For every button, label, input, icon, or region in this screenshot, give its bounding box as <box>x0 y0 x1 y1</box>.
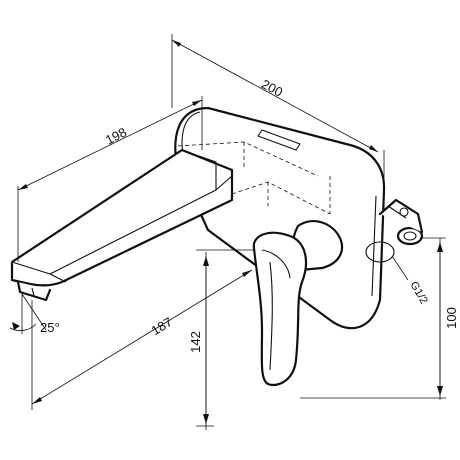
dimension-142: 142 <box>188 249 254 430</box>
thread-label: G1/2 <box>407 280 429 307</box>
dim-angle-label: 25° <box>40 320 60 335</box>
dimension-187: 187 <box>31 269 253 410</box>
dim-142-label: 142 <box>188 331 203 353</box>
dim-100-label: 100 <box>444 307 459 329</box>
hidden-lines <box>177 141 331 215</box>
plate-slot <box>257 129 301 151</box>
dim-187-label: 187 <box>149 314 175 338</box>
dimension-100: 100 <box>300 237 459 400</box>
lever-handle <box>252 220 344 387</box>
thread-callout: G1/2 <box>407 280 429 307</box>
spout <box>10 148 234 302</box>
dim-200-label: 200 <box>259 76 285 99</box>
inlet-connector <box>365 198 424 281</box>
dim-198-label: 198 <box>103 124 129 147</box>
dimension-angle: 25° <box>9 293 60 335</box>
